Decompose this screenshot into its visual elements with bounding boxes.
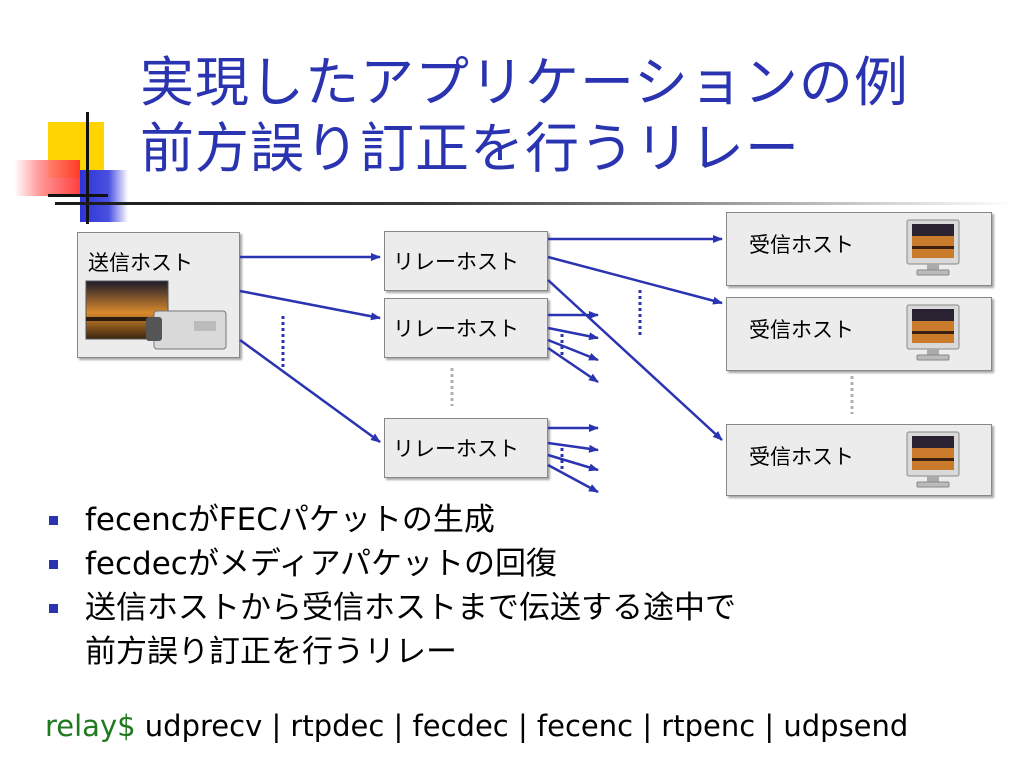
arrow-relay3-fan2 [547,441,599,453]
title-line-1: 実現したアプリケーションの例 [140,51,909,114]
title-rule [55,202,1015,205]
relay-host-label-2: リレーホスト [393,317,519,341]
receiver-host-label-2: 受信ホスト [749,318,854,342]
relay-host-box-2: リレーホスト [384,298,548,358]
monitor-icon-1 [906,219,960,276]
command-line: relay$ udprecv | rtpdec | fecdec | fecen… [45,706,908,746]
relay-host-label-1: リレーホスト [393,250,519,274]
bullet-item-3-continued: 前方誤り訂正を行うリレー [45,630,1005,674]
arrow-sender-relay3 [239,338,381,444]
sender-host-label: 送信ホスト [88,251,193,275]
decor-horizontal-line [48,194,108,197]
bullet-item-2: fecdecがメディアパケットの回復 [45,542,1005,586]
camera-image [85,280,227,350]
bullet-text-1: fecencがFECパケットの生成 [85,502,495,538]
arrow-sender-relay2 [239,289,381,321]
arrow-relay3-fan4 [547,463,599,494]
monitor-icon-2 [906,304,960,361]
arrow-relay2-fan2 [547,326,599,341]
receiver-host-label-3: 受信ホスト [749,445,854,469]
arrow-relay2-fan3 [547,338,599,362]
receiver-host-label-1: 受信ホスト [749,233,854,257]
bullet-square-icon [49,516,58,525]
decor-red-square [14,160,80,196]
command-pipeline: udprecv | rtpdec | fecdec | fecenc | rtp… [135,709,909,743]
relay-host-box-3: リレーホスト [384,418,548,478]
bullet-square-icon [49,560,58,569]
command-prompt: relay$ [45,709,136,743]
bullet-text-3: 送信ホストから受信ホストまで伝送する途中で [85,590,736,626]
monitor-icon-3 [906,431,960,488]
decor-vertical-line [86,112,89,224]
sender-host-box: 送信ホスト [77,232,240,358]
bullet-text-2: fecdecがメディアパケットの回復 [85,546,558,582]
bullet-list: fecencがFECパケットの生成 fecdecがメディアパケットの回復 送信ホ… [45,498,1005,674]
relay-host-label-3: リレーホスト [393,437,519,461]
relay-host-box-1: リレーホスト [384,231,548,291]
bullet-square-icon [49,604,58,613]
arrow-relay3-fan3 [547,453,599,472]
bullet-item-3: 送信ホストから受信ホストまで伝送する途中で [45,586,1005,630]
title-line-2: 前方誤り訂正を行うリレー [140,117,800,180]
slide-title: 実現したアプリケーションの例 前方誤り訂正を行うリレー [140,50,1000,182]
bullet-text-4: 前方誤り訂正を行うリレー [85,634,457,670]
arrow-relay1-receiver2 [547,255,723,305]
arrow-relay2-fan4 [547,346,599,384]
arrow-relay1-receiver3 [547,279,723,441]
bullet-item-1: fecencがFECパケットの生成 [45,498,1005,542]
